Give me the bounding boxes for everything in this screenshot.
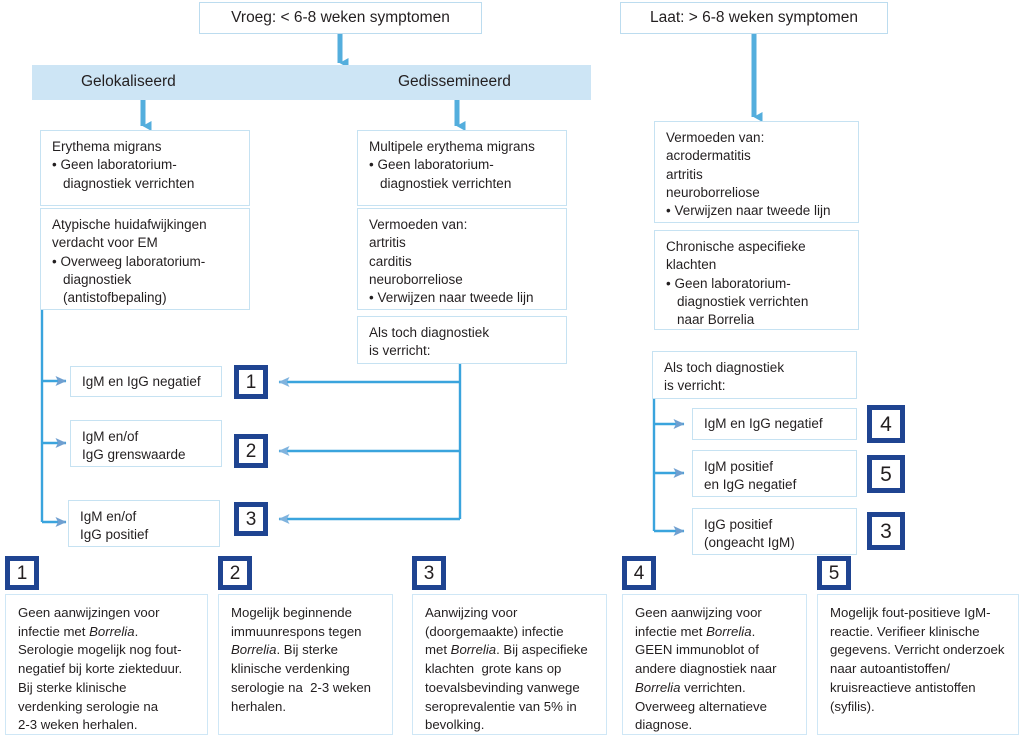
box-als-toch-diagnostiek-links: Als toch diagnostiek is verricht: <box>357 316 567 364</box>
vermoeden-vroeg-line-3: carditis <box>369 253 412 269</box>
box-atypische-huidafwijkingen: Atypische huidafwijkingen verdacht voor … <box>40 208 250 310</box>
title-box-late: Laat: > 6-8 weken symptomen <box>620 2 888 34</box>
vermoeden-laat-line-2: acrodermatitis <box>666 148 751 164</box>
vermoeden-laat-line-4: neuroborreliose <box>666 185 760 201</box>
vermoeden-vroeg-line-4: neuroborreliose <box>369 272 463 288</box>
badge-right-3-value: 3 <box>880 519 892 543</box>
badge-right-4-value: 4 <box>880 412 892 436</box>
badge-left-2: 2 <box>234 434 268 468</box>
result-right-2-line-1: IgM positief <box>704 459 774 474</box>
box-chronische-klachten: Chronische aspecifieke klachten • Geen l… <box>654 230 859 330</box>
atypisch-line-2: verdacht voor EM <box>52 235 158 251</box>
note-text-2: Mogelijk beginnende immuunrespons tegen … <box>231 605 372 714</box>
title-late-label: Laat: > 6-8 weken symptomen <box>649 9 859 26</box>
atypisch-line-4: diagnostiek <box>63 272 132 288</box>
als-toch-links-line-2: is verricht: <box>369 343 431 359</box>
badge-right-3: 3 <box>867 512 905 550</box>
result-left-2-line-1: IgM en/of <box>82 429 139 444</box>
badge-left-3: 3 <box>234 502 268 536</box>
note-card-2: Mogelijk beginnende immuunrespons tegen … <box>218 594 393 735</box>
note-card-3: Aanwijzing voor (doorgemaakte) infectie … <box>412 594 607 735</box>
badge-right-5-value: 5 <box>880 462 892 486</box>
atypisch-line-5: (antistofbepaling) <box>63 290 167 306</box>
note-text-1: Geen aanwijzingen voor infectie met Borr… <box>18 605 183 733</box>
result-right-3-line-2: (ongeacht IgM) <box>704 535 795 551</box>
atypisch-line-3: • Overweeg laboratorium- <box>52 253 206 269</box>
chronisch-line-5: naar Borrelia <box>677 312 755 328</box>
atypisch-line-1: Atypische huidafwijkingen <box>52 217 207 232</box>
badge-right-5: 5 <box>867 455 905 493</box>
note-card-5: Mogelijk fout-positieve IgM- reactie. Ve… <box>817 594 1019 735</box>
note-text-3: Aanwijzing voor (doorgemaakte) infectie … <box>425 605 588 733</box>
vermoeden-laat-line-5: • Verwijzen naar tweede lijn <box>666 203 831 219</box>
box-erythema-migrans: Erythema migrans • Geen laboratorium- di… <box>40 130 250 206</box>
note-badge-1-value: 1 <box>16 562 28 584</box>
result-box-right-2: IgM positief en IgG negatief <box>692 450 857 497</box>
vermoeden-laat-line-3: artritis <box>666 166 703 182</box>
note-badge-1: 1 <box>5 556 39 590</box>
note-badge-5: 5 <box>817 556 851 590</box>
multipele-line-3: diagnostiek verrichten <box>380 175 512 191</box>
result-left-3-line-1: IgM en/of <box>80 509 137 524</box>
result-right-2-line-2: en IgG negatief <box>704 477 797 493</box>
vermoeden-vroeg-line-2: artritis <box>369 235 406 251</box>
note-text-5: Mogelijk fout-positieve IgM- reactie. Ve… <box>830 605 1005 714</box>
vermoeden-laat-line-1: Vermoeden van: <box>666 130 765 145</box>
note-card-1: Geen aanwijzingen voor infectie met Borr… <box>5 594 208 735</box>
box-vermoeden-laat: Vermoeden van: acrodermatitis artritis n… <box>654 121 859 223</box>
als-toch-links-line-1: Als toch diagnostiek <box>369 325 490 340</box>
note-badge-3-value: 3 <box>423 562 435 584</box>
box-als-toch-diagnostiek-rechts: Als toch diagnostiek is verricht: <box>652 351 857 399</box>
result-box-right-1: IgM en IgG negatief <box>692 408 857 440</box>
note-badge-3: 3 <box>412 556 446 590</box>
als-toch-rechts-line-2: is verricht: <box>664 378 726 394</box>
vermoeden-vroeg-line-1: Vermoeden van: <box>369 217 468 232</box>
als-toch-rechts-line-1: Als toch diagnostiek <box>664 360 785 375</box>
result-box-left-1: IgM en IgG negatief <box>70 366 222 397</box>
note-badge-4-value: 4 <box>633 562 645 584</box>
result-right-3-line-1: IgG positief <box>704 517 773 532</box>
result-right-1-line-1: IgM en IgG negatief <box>704 416 823 431</box>
band-bar <box>32 65 591 100</box>
note-card-4: Geen aanwijzing voor infectie met Borrel… <box>622 594 807 735</box>
chronisch-line-1: Chronische aspecifieke <box>666 239 806 254</box>
box-vermoeden-vroeg: Vermoeden van: artritis carditis neurobo… <box>357 208 567 310</box>
result-box-left-2: IgM en/of IgG grenswaarde <box>70 420 222 467</box>
note-badge-2: 2 <box>218 556 252 590</box>
note-text-4: Geen aanwijzing voor infectie met Borrel… <box>635 605 777 733</box>
badge-left-1: 1 <box>234 365 268 399</box>
multipele-line-1: Multipele erythema migrans <box>369 139 535 154</box>
badge-left-2-value: 2 <box>245 440 257 462</box>
title-early-label: Vroeg: < 6-8 weken symptomen <box>231 9 450 26</box>
erythema-line-3: diagnostiek verrichten <box>63 175 195 191</box>
result-left-1-line-1: IgM en IgG negatief <box>82 374 201 389</box>
note-badge-2-value: 2 <box>229 562 241 584</box>
erythema-line-1: Erythema migrans <box>52 139 162 154</box>
result-box-right-3: IgG positief (ongeacht IgM) <box>692 508 857 555</box>
band-label-localized: Gelokaliseerd <box>81 73 176 90</box>
badge-left-1-value: 1 <box>245 371 257 393</box>
box-multipele-erythema-migrans: Multipele erythema migrans • Geen labora… <box>357 130 567 206</box>
vermoeden-vroeg-line-5: • Verwijzen naar tweede lijn <box>369 290 534 306</box>
result-left-3-line-2: IgG positief <box>80 527 149 543</box>
badge-right-4: 4 <box>867 405 905 443</box>
badge-left-3-value: 3 <box>245 508 257 530</box>
multipele-line-2: • Geen laboratorium- <box>369 157 494 173</box>
note-badge-4: 4 <box>622 556 656 590</box>
chronisch-line-3: • Geen laboratorium- <box>666 275 791 291</box>
title-box-early: Vroeg: < 6-8 weken symptomen <box>199 2 482 34</box>
chronisch-line-2: klachten <box>666 257 717 273</box>
note-badge-5-value: 5 <box>828 562 840 584</box>
erythema-line-2: • Geen laboratorium- <box>52 157 177 173</box>
result-box-left-3: IgM en/of IgG positief <box>68 500 220 547</box>
band-label-disseminated: Gedissemineerd <box>398 73 511 90</box>
result-left-2-line-2: IgG grenswaarde <box>82 447 186 463</box>
chronisch-line-4: diagnostiek verrichten <box>677 294 809 310</box>
